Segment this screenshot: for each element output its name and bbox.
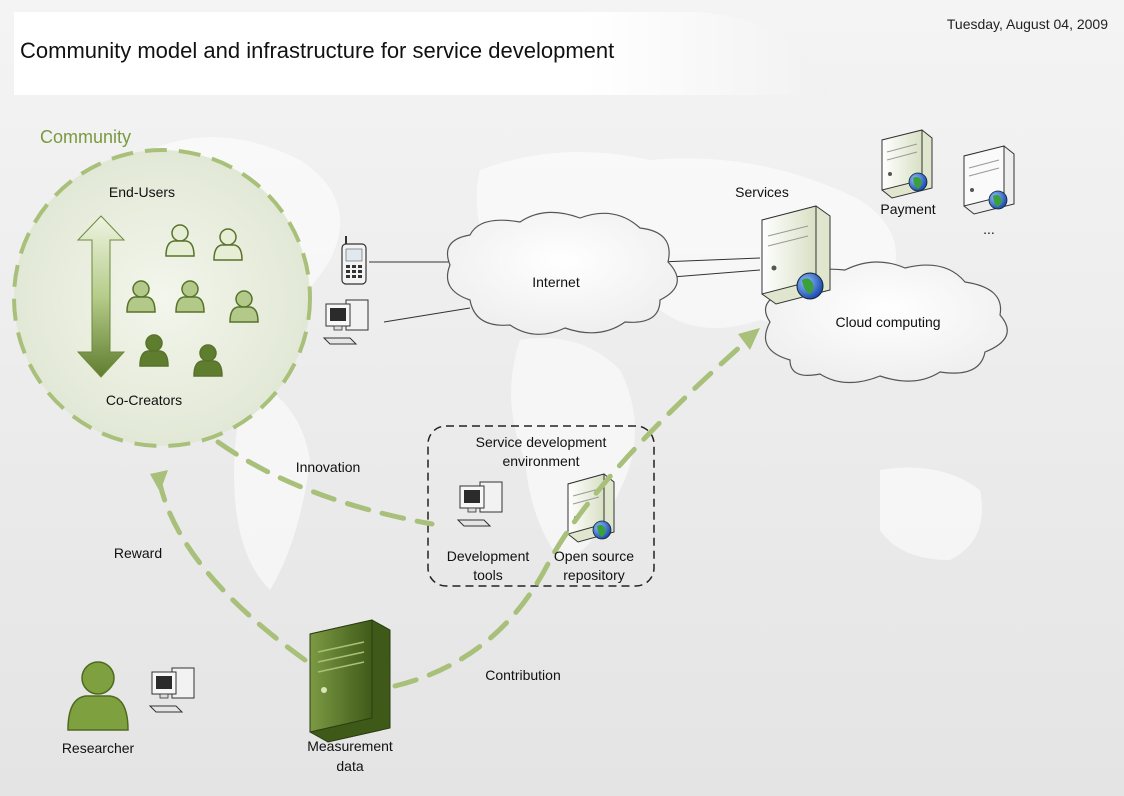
- cloud-computing-label: Cloud computing: [835, 314, 941, 330]
- repository-label-line2: repository: [563, 567, 625, 583]
- date-label: Tuesday, August 04, 2009: [946, 16, 1108, 32]
- page-title: Community model and infrastructure for s…: [20, 38, 615, 63]
- repository-server-icon: [567, 473, 615, 543]
- repository-label-line1: Open source: [553, 548, 635, 564]
- end-user-co-creator-arrow: [76, 215, 126, 378]
- end-users-label: End-Users: [108, 184, 176, 200]
- mobile-phone-icon: [341, 236, 367, 285]
- internet-label: Internet: [532, 274, 580, 290]
- more-services-label: ...: [983, 221, 995, 237]
- header-bar: [14, 12, 830, 95]
- sde-title-line2: environment: [502, 453, 580, 469]
- sde-title-line1: Service development: [475, 434, 607, 450]
- measurement-data-server-icon: [309, 619, 391, 743]
- services-server-icon: [761, 205, 831, 305]
- reward-arrowhead: [150, 470, 168, 492]
- internet-cloud: [446, 211, 678, 335]
- flow-arrows: [157, 335, 753, 689]
- innovation-flow-path: [215, 439, 435, 527]
- measurement-label-line2: data: [336, 758, 364, 774]
- additional-server-icon: [963, 145, 1015, 215]
- dev-tools-label-line2: tools: [473, 567, 503, 583]
- researcher-person-icon: [67, 661, 129, 731]
- reward-label: Reward: [113, 545, 163, 561]
- co-creators-label: Co-Creators: [105, 392, 183, 408]
- payment-server-icon: [881, 129, 933, 199]
- community-label: Community: [40, 127, 132, 147]
- innovation-label: Innovation: [295, 459, 361, 475]
- measurement-label-line1: Measurement: [307, 738, 393, 754]
- reward-flow-path: [157, 481, 308, 663]
- community-circle: [12, 148, 312, 448]
- researcher-label: Researcher: [61, 740, 135, 756]
- services-label: Services: [735, 184, 789, 200]
- service-dev-environment-box: [427, 425, 655, 587]
- payment-label: Payment: [880, 201, 936, 217]
- dev-tools-label-line1: Development: [446, 548, 530, 564]
- contribution-flow-path: [392, 335, 753, 689]
- contribution-label: Contribution: [485, 667, 561, 683]
- contribution-arrowhead: [738, 328, 760, 350]
